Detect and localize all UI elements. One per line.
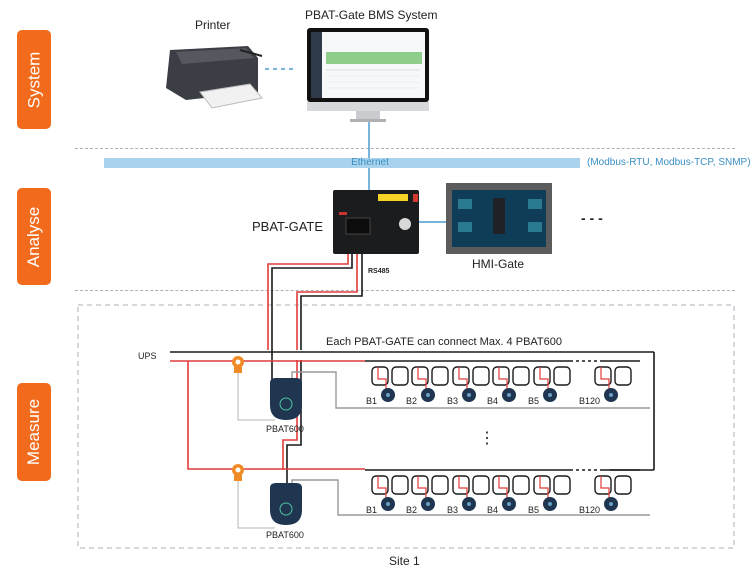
ups-label: UPS bbox=[138, 351, 157, 361]
battery-label: B2 bbox=[406, 505, 418, 515]
battery-terminal-loop bbox=[452, 475, 470, 495]
layer-tab-measure: Measure bbox=[17, 383, 51, 481]
more-strings-indicator: ⋮ bbox=[479, 430, 495, 447]
battery-label: B1 bbox=[366, 396, 378, 406]
battery-terminal-loop bbox=[472, 475, 490, 495]
sense-bus bbox=[291, 479, 650, 516]
battery-sensor-dot bbox=[386, 502, 390, 506]
battery-terminal-loop bbox=[594, 475, 612, 495]
pbat600-device-icon bbox=[270, 378, 302, 420]
battery-probe-wire bbox=[377, 367, 387, 389]
battery-sensor-dot bbox=[548, 502, 552, 506]
pbat600-label: PBAT600 bbox=[266, 424, 304, 434]
ethernet-bus bbox=[104, 158, 580, 168]
battery-label: B120 bbox=[579, 396, 601, 406]
layer-divider bbox=[75, 290, 735, 291]
battery-sensor-dot bbox=[609, 393, 613, 397]
battery-probe-wire bbox=[498, 476, 508, 498]
current-sensor-icon bbox=[232, 356, 244, 373]
battery-label: B2 bbox=[406, 396, 418, 406]
current-sensor-icon bbox=[232, 464, 244, 481]
site-label: Site 1 bbox=[389, 554, 420, 568]
battery-terminal-loop bbox=[553, 475, 571, 495]
battery-terminal-loop bbox=[512, 366, 530, 386]
rs485-label: RS485 bbox=[368, 268, 390, 275]
battery-terminal-loop bbox=[391, 366, 409, 386]
battery-terminal-loop bbox=[614, 475, 632, 495]
battery-label: B5 bbox=[528, 505, 540, 515]
pbat-gate-device-icon bbox=[333, 190, 419, 254]
battery-sensor-dot bbox=[609, 502, 613, 506]
battery-terminal-loop bbox=[594, 366, 612, 386]
battery-probe-wire bbox=[600, 367, 610, 389]
battery-sensor-dot bbox=[426, 393, 430, 397]
sensor-wire bbox=[237, 481, 275, 529]
monitor-icon bbox=[307, 28, 429, 122]
sensor-wire bbox=[237, 373, 275, 421]
battery-label: B4 bbox=[487, 396, 499, 406]
hmi-panel-icon bbox=[446, 183, 552, 254]
battery-sensor-dot bbox=[548, 393, 552, 397]
layer-divider bbox=[75, 148, 735, 149]
battery-terminal-loop bbox=[614, 366, 632, 386]
battery-probe-wire bbox=[417, 476, 427, 498]
site-boundary bbox=[77, 304, 735, 549]
protocols-label: (Modbus-RTU, Modbus-TCP, SNMP) bbox=[587, 157, 750, 168]
pbat-gate-label: PBAT-GATE bbox=[252, 219, 324, 234]
battery-terminal-loop bbox=[411, 366, 429, 386]
battery-probe-wire bbox=[377, 476, 387, 498]
battery-terminal-loop bbox=[512, 475, 530, 495]
battery-probe-wire bbox=[458, 367, 468, 389]
battery-sensor-dot bbox=[426, 502, 430, 506]
battery-sensor-dot bbox=[507, 502, 511, 506]
battery-terminal-loop bbox=[533, 366, 551, 386]
battery-label: B3 bbox=[447, 396, 459, 406]
battery-label: B3 bbox=[447, 505, 459, 515]
battery-probe-wire bbox=[498, 367, 508, 389]
battery-terminal-loop bbox=[472, 366, 490, 386]
battery-terminal-loop bbox=[371, 475, 389, 495]
battery-probe-wire bbox=[539, 367, 549, 389]
pbat600-device-icon bbox=[270, 483, 302, 525]
gate-cables bbox=[267, 254, 363, 485]
ethernet-label: Ethernet bbox=[351, 157, 389, 168]
battery-label: B120 bbox=[579, 505, 601, 515]
battery-terminal-loop bbox=[411, 475, 429, 495]
battery-terminal-loop bbox=[492, 366, 510, 386]
battery-sensor-dot bbox=[507, 393, 511, 397]
battery-sensor-dot bbox=[467, 502, 471, 506]
battery-label: B4 bbox=[487, 505, 499, 515]
printer-icon bbox=[166, 46, 263, 109]
capacity-note: Each PBAT-GATE can connect Max. 4 PBAT60… bbox=[326, 336, 562, 348]
battery-label: B1 bbox=[366, 505, 378, 515]
pbat600-label: PBAT600 bbox=[266, 530, 304, 540]
battery-sensor-dot bbox=[467, 393, 471, 397]
more-devices-indicator: - - - bbox=[581, 210, 603, 226]
layer-tab-analyse: Analyse bbox=[17, 188, 51, 285]
battery-terminal-loop bbox=[371, 366, 389, 386]
battery-terminal-loop bbox=[391, 475, 409, 495]
battery-sensor-dot bbox=[386, 393, 390, 397]
battery-probe-wire bbox=[600, 476, 610, 498]
hmi-gate-label: HMI-Gate bbox=[472, 257, 525, 271]
battery-probe-wire bbox=[417, 367, 427, 389]
battery-terminal-loop bbox=[431, 366, 449, 386]
battery-label: B5 bbox=[528, 396, 540, 406]
battery-terminal-loop bbox=[553, 366, 571, 386]
battery-terminal-loop bbox=[492, 475, 510, 495]
battery-probe-wire bbox=[539, 476, 549, 498]
sense-bus bbox=[291, 371, 650, 409]
printer-label: Printer bbox=[195, 18, 231, 32]
battery-terminal-loop bbox=[452, 366, 470, 386]
battery-terminal-loop bbox=[533, 475, 551, 495]
battery-terminal-loop bbox=[431, 475, 449, 495]
battery-probe-wire bbox=[458, 476, 468, 498]
bms-system-label: PBAT-Gate BMS System bbox=[305, 8, 438, 22]
layer-tab-system: System bbox=[17, 30, 51, 129]
